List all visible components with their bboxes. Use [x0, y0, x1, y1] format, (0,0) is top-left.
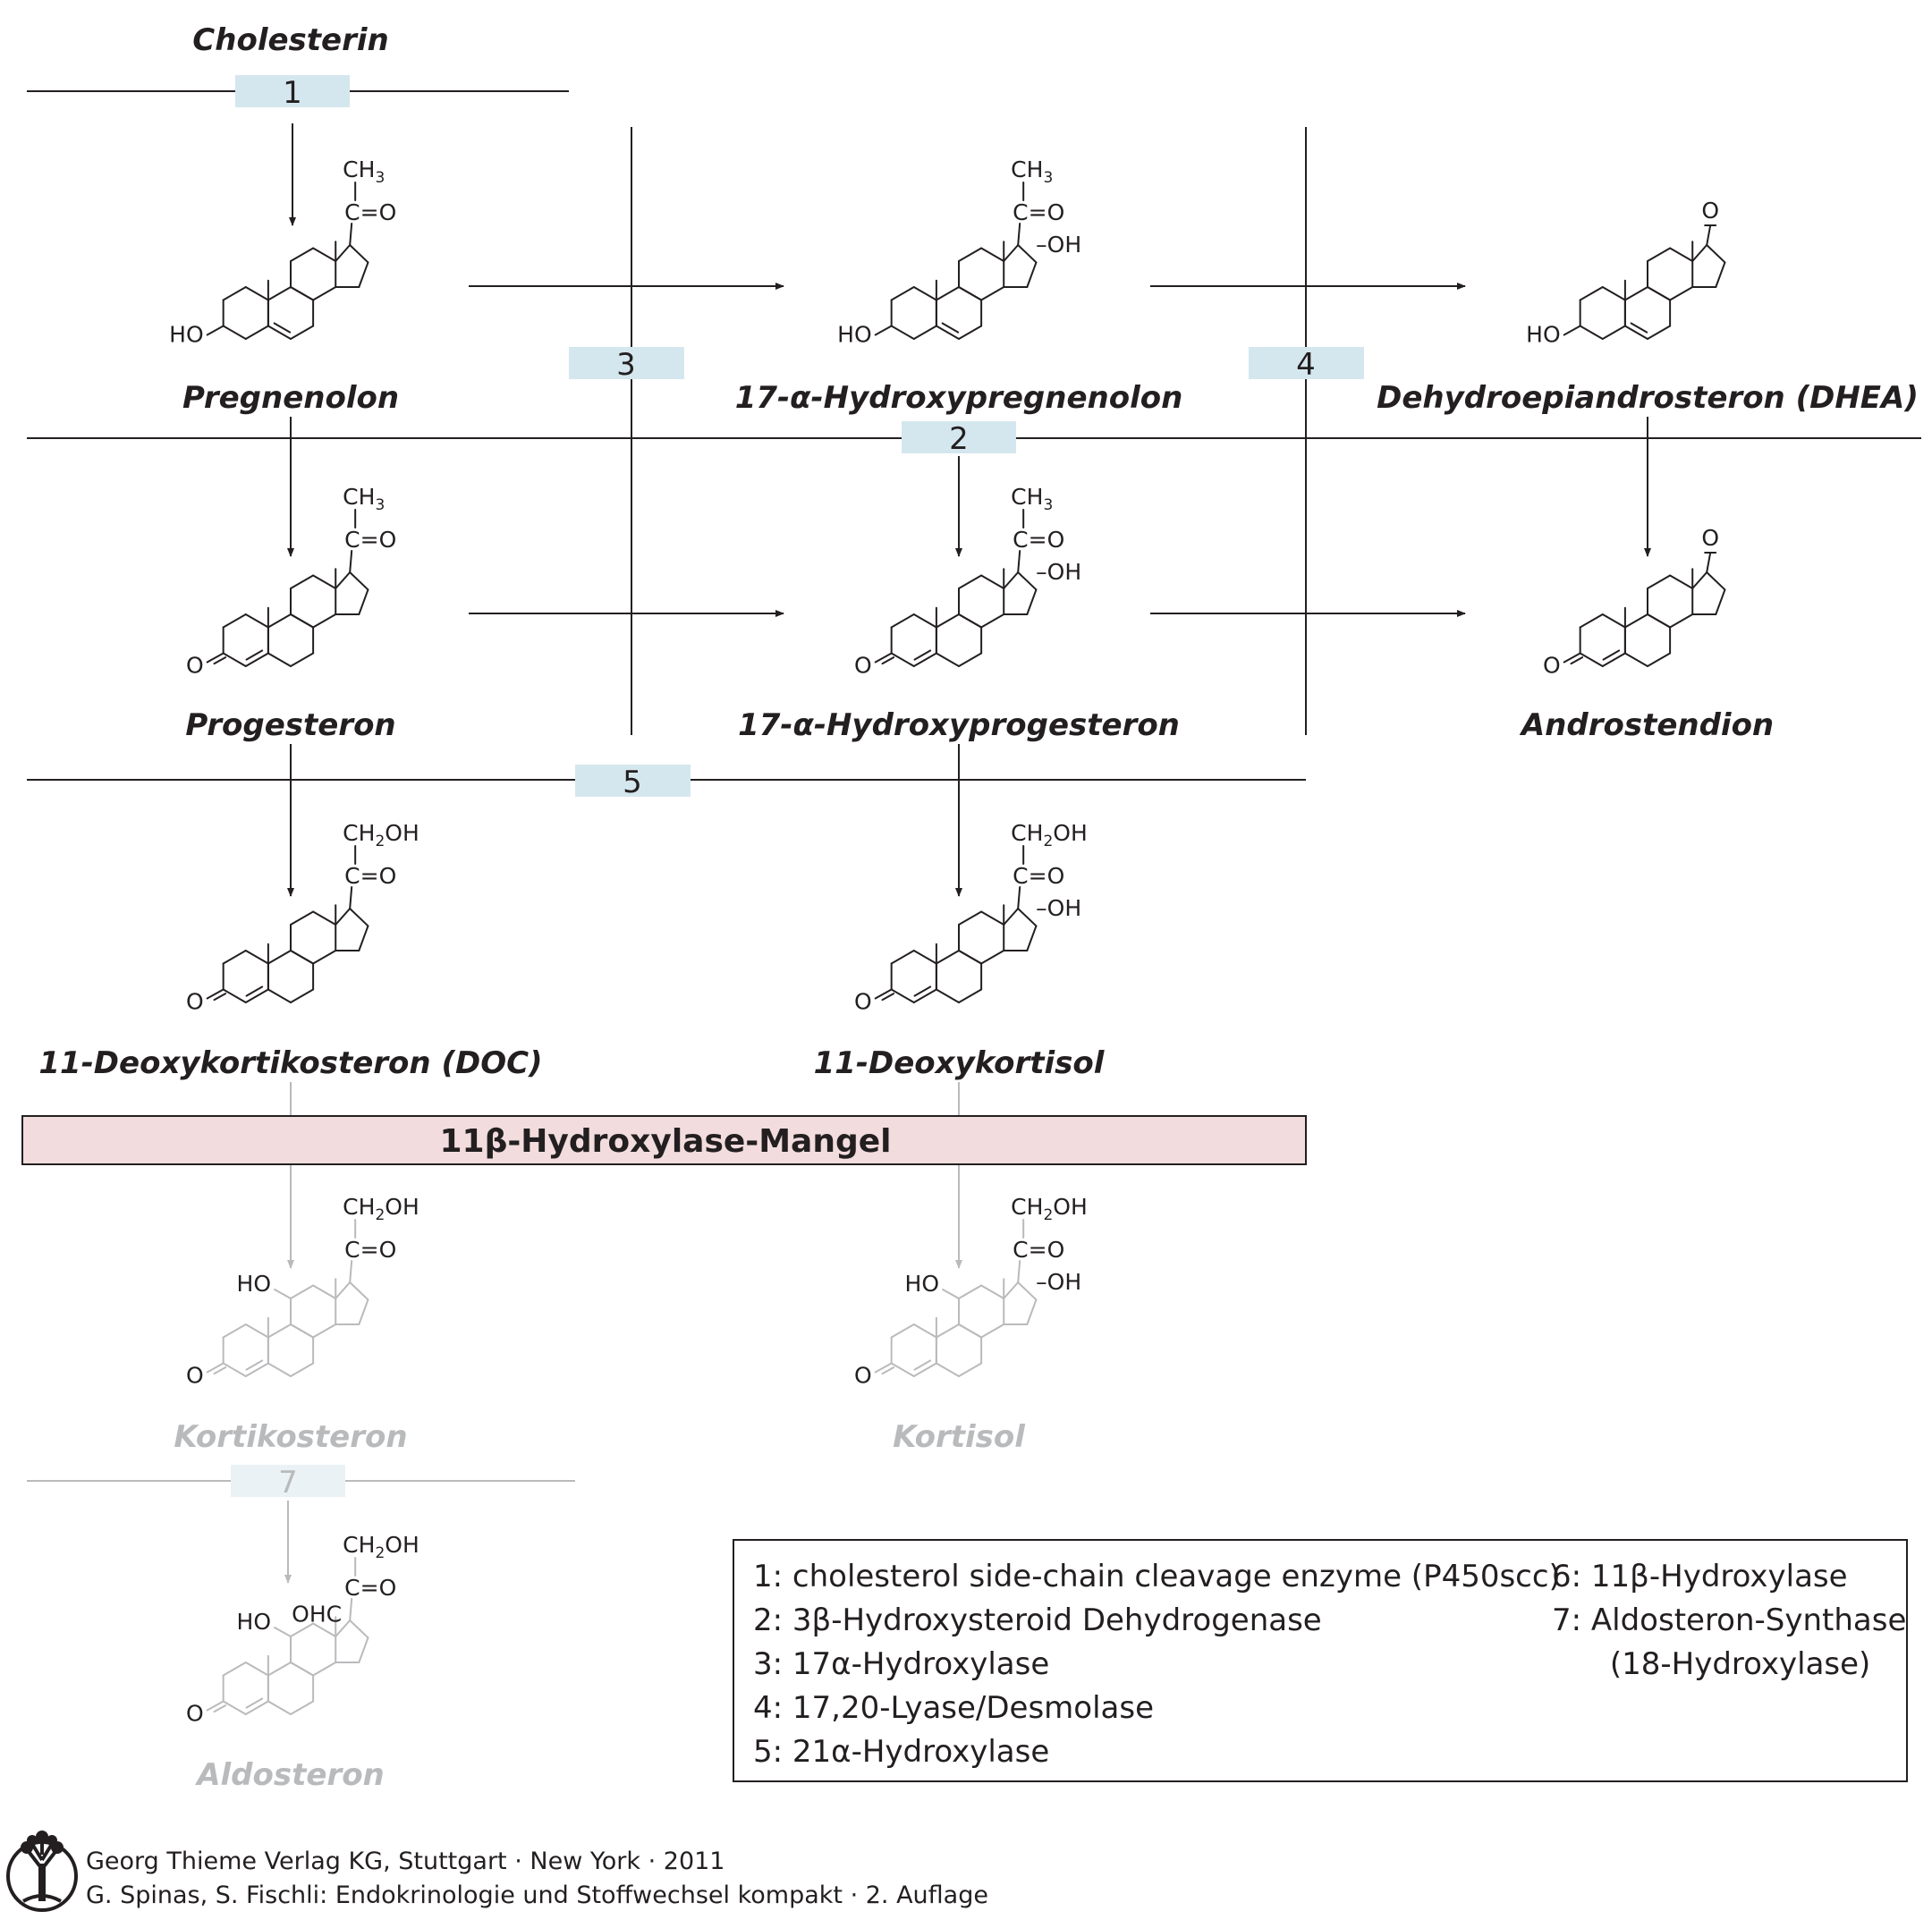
compound-name-cholesterin: Cholesterin [192, 22, 388, 58]
svg-text:O: O [854, 653, 872, 679]
svg-text:C=O: C=O [1013, 199, 1064, 225]
svg-text:C=O: C=O [1013, 1237, 1064, 1263]
enzyme-step-5: 5 [575, 765, 691, 800]
svg-text:O: O [186, 1701, 204, 1727]
svg-text:CH2OH: CH2OH [343, 1532, 419, 1562]
svg-text:1: 1 [283, 75, 302, 111]
publisher-footer: Georg Thieme Verlag KG, Stuttgart · New … [6, 1831, 988, 1912]
svg-text:–OH: –OH [1036, 895, 1081, 921]
compound-name-progesteron: Progesteron [185, 707, 395, 743]
legend-item-7: 7: Aldosteron-Synthase [1552, 1602, 1906, 1638]
compound-name-kortisol: Kortisol [893, 1419, 1026, 1455]
svg-text:CH3: CH3 [1011, 484, 1053, 514]
defect-label: 11β-Hydroxylase-Mangel [439, 1123, 891, 1160]
svg-text:O: O [186, 989, 204, 1015]
svg-text:CH3: CH3 [343, 484, 385, 514]
molecule-androstendion: OO [1543, 525, 1726, 679]
svg-text:3: 3 [616, 347, 636, 383]
svg-text:7: 7 [278, 1465, 298, 1501]
svg-text:C=O: C=O [344, 1237, 396, 1263]
legend-item-3: 3: 17α-Hydroxylase [753, 1646, 1049, 1682]
enzyme-step-boxes: 1 3 4 2 5 7 [231, 75, 1364, 1501]
legend-item-1: 1: cholesterol side-chain cleavage enzym… [753, 1559, 1561, 1594]
molecule-11-deoxykortisol: O C=O CH2OH –OH [854, 820, 1088, 1014]
svg-text:HO: HO [1526, 322, 1560, 348]
svg-text:CH2OH: CH2OH [343, 820, 419, 850]
compound-name-17-hydroxyprogesteron: 17-α-Hydroxyprogesteron [738, 707, 1180, 743]
svg-text:O: O [854, 1363, 872, 1389]
svg-text:CH2OH: CH2OH [1011, 1194, 1088, 1224]
compound-name-doc: 11-Deoxykortikosteron (DOC) [38, 1045, 542, 1081]
enzyme-step-4: 4 [1249, 347, 1364, 383]
molecule-doc: O C=O CH2OH [186, 820, 419, 1014]
svg-text:CH2OH: CH2OH [1011, 820, 1088, 850]
compound-name-kortikosteron: Kortikosteron [174, 1419, 407, 1455]
legend-item-4: 4: 17,20-Lyase/Desmolase [753, 1690, 1154, 1726]
compound-name-dhea: Dehydroepiandrosteron (DHEA) [1377, 380, 1919, 416]
compound-name-androstendion: Androstendion [1519, 707, 1774, 743]
svg-text:O: O [854, 989, 872, 1015]
svg-text:O: O [186, 653, 204, 679]
svg-text:O: O [1701, 525, 1719, 551]
svg-text:C=O: C=O [344, 527, 396, 553]
svg-text:C=O: C=O [344, 1575, 396, 1601]
molecule-kortikosteron: O HO C=O CH2OH [186, 1194, 419, 1388]
svg-text:4: 4 [1296, 347, 1316, 383]
molecule-17-hydroxypregnenolon: HO C=O CH3 –OH [837, 156, 1081, 347]
legend-item-7-sub: (18-Hydroxylase) [1552, 1646, 1870, 1682]
svg-text:C=O: C=O [1013, 527, 1064, 553]
svg-text:CH3: CH3 [343, 156, 385, 187]
publisher-line-2: G. Spinas, S. Fischli: Endokrinologie un… [86, 1881, 988, 1909]
svg-text:–OH: –OH [1036, 559, 1081, 585]
svg-text:–OH: –OH [1036, 232, 1081, 258]
svg-text:5: 5 [623, 765, 642, 800]
molecule-dhea: HO O [1526, 198, 1726, 348]
enzyme-step-1: 1 [235, 75, 350, 111]
svg-text:CH3: CH3 [1011, 156, 1053, 187]
svg-text:O: O [1701, 198, 1719, 224]
enzyme-legend: 1: cholesterol side-chain cleavage enzym… [733, 1539, 1908, 1782]
svg-text:O: O [186, 1363, 204, 1389]
enzyme-step-7: 7 [231, 1465, 345, 1501]
svg-text:HO: HO [237, 1271, 271, 1297]
enzyme-step-3: 3 [569, 347, 684, 383]
legend-item-6: 6: 11β-Hydroxylase [1552, 1559, 1848, 1594]
svg-text:C=O: C=O [344, 199, 396, 225]
svg-text:OHC: OHC [292, 1602, 342, 1628]
svg-text:HO: HO [169, 322, 203, 348]
legend-item-5: 5: 21α-Hydroxylase [753, 1734, 1049, 1770]
svg-text:2: 2 [949, 421, 969, 457]
svg-text:C=O: C=O [1013, 863, 1064, 889]
compound-name-pregnenolon: Pregnenolon [182, 380, 399, 416]
compound-name-11-deoxykortisol: 11-Deoxykortisol [814, 1045, 1106, 1081]
molecule-pregnenolon: HO C=O CH3 [169, 156, 396, 347]
svg-text:CH2OH: CH2OH [343, 1194, 419, 1224]
svg-text:O: O [1543, 653, 1561, 679]
arrows [284, 123, 1651, 1584]
compound-name-aldosteron: Aldosteron [194, 1757, 385, 1793]
svg-text:HO: HO [905, 1271, 939, 1297]
compound-names: Cholesterin Pregnenolon 17-α-Hydroxypreg… [38, 22, 1919, 1793]
svg-text:HO: HO [837, 322, 871, 348]
svg-text:HO: HO [237, 1609, 271, 1635]
legend-item-2: 2: 3β-Hydroxysteroid Dehydrogenase [753, 1602, 1322, 1638]
svg-text:–OH: –OH [1036, 1269, 1081, 1295]
thieme-tree-logo [6, 1831, 78, 1912]
molecule-kortisol: O HO C=O CH2OH –OH [854, 1194, 1088, 1388]
defect-bar: 11β-Hydroxylase-Mangel [21, 1115, 1307, 1165]
compound-name-17-hydroxypregnenolon: 17-α-Hydroxypregnenolon [735, 380, 1183, 416]
publisher-line-1: Georg Thieme Verlag KG, Stuttgart · New … [86, 1848, 725, 1875]
molecule-17-hydroxyprogesteron: O C=O CH3 –OH [854, 484, 1081, 678]
svg-text:C=O: C=O [344, 863, 396, 889]
enzyme-step-2: 2 [902, 421, 1016, 457]
